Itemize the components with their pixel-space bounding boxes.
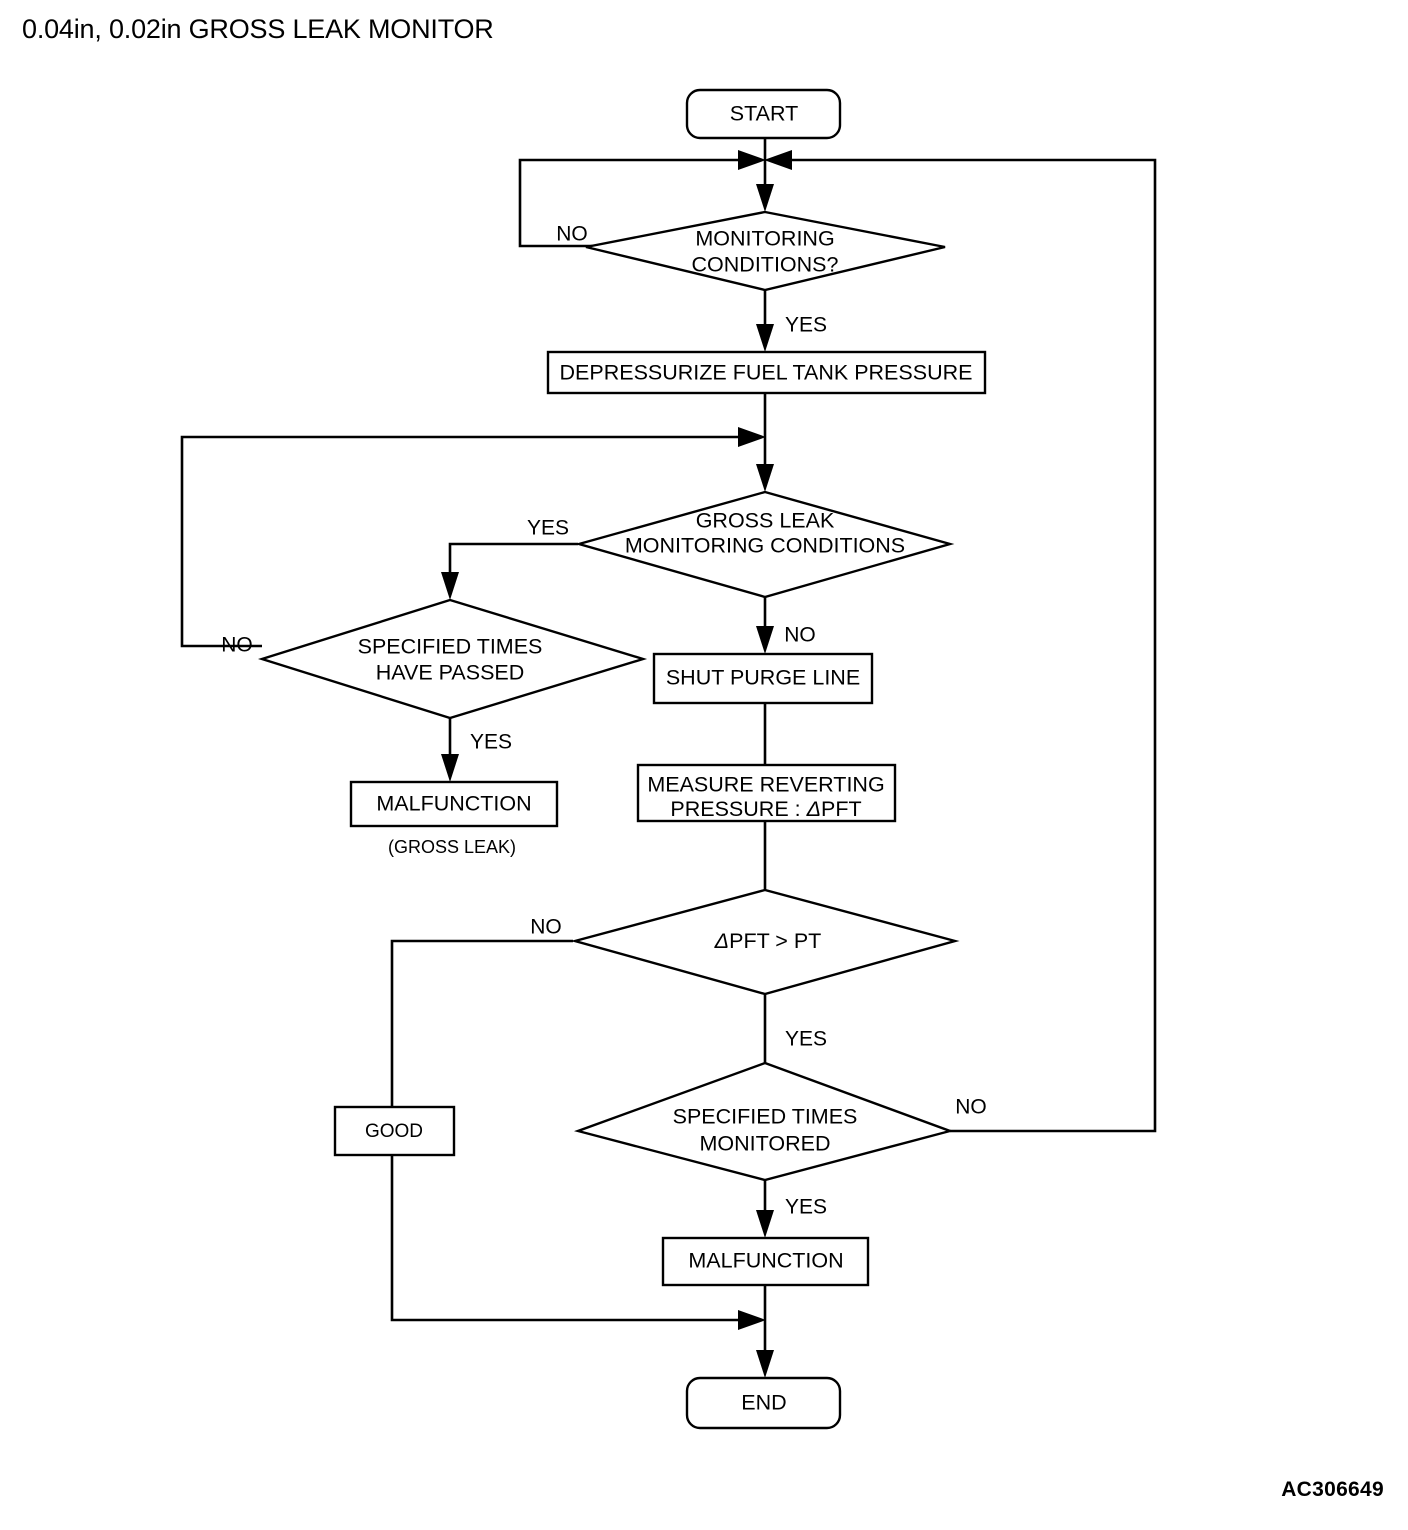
end-terminator-shape <box>685 1376 842 1430</box>
edge-gross-leak-yes <box>448 542 578 575</box>
node-measure-reverting[interactable]: MEASURE REVERTING PRESSURE : ΔPFT <box>636 763 897 823</box>
edge-label-gross-leak-no: NO <box>784 624 816 647</box>
arrowhead-into-depressurize <box>756 324 774 352</box>
edge-monitored-no-return <box>789 158 1157 1133</box>
edge-label-monitored-yes: YES <box>785 1196 827 1219</box>
start-label: START <box>730 102 799 126</box>
specified-times-monitored-decision-shape <box>573 1061 954 1182</box>
edge-label-times-passed-no: NO <box>221 634 253 657</box>
depressurize-process-shape <box>546 350 987 395</box>
malfunction-label: MALFUNCTION <box>688 1249 843 1273</box>
node-dpft-gt-pt[interactable]: ΔPFT > PT <box>570 888 960 996</box>
measure-reverting-line2-pre: PRESSURE : <box>670 797 806 821</box>
shut-purge-line-label: SHUT PURGE LINE <box>666 666 860 690</box>
malfunction-gross-leak-process-shape <box>349 780 559 828</box>
dpft-gt-pt-decision-shape <box>570 888 960 996</box>
arrowhead-good-into-end-trunk <box>738 1310 766 1330</box>
node-malfunction[interactable]: MALFUNCTION <box>661 1236 870 1287</box>
node-gross-leak-conditions[interactable]: GROSS LEAK MONITORING CONDITIONS <box>574 490 955 599</box>
malfunction-gross-leak-caption: (GROSS LEAK) <box>388 837 516 857</box>
node-specified-times-monitored[interactable]: SPECIFIED TIMES MONITORED <box>573 1061 954 1182</box>
node-shut-purge-line[interactable]: SHUT PURGE LINE <box>652 652 874 705</box>
arrowhead-into-gross-leak <box>756 464 774 492</box>
measure-reverting-label-line2: PRESSURE : ΔPFT <box>670 797 861 821</box>
depressurize-label: DEPRESSURIZE FUEL TANK PRESSURE <box>560 361 973 385</box>
gross-leak-conditions-label-line1: GROSS LEAK <box>696 509 835 533</box>
figure-id-label: AC306649 <box>1281 1478 1384 1501</box>
edge-label-gross-leak-yes: YES <box>527 517 569 540</box>
gross-leak-conditions-label-line2: MONITORING CONDITIONS <box>625 534 905 558</box>
end-label: END <box>741 1391 786 1415</box>
edge-label-dpft-no: NO <box>530 916 562 939</box>
node-start[interactable]: START <box>685 88 842 140</box>
edge-label-monitoring-no: NO <box>556 223 588 246</box>
node-depressurize[interactable]: DEPRESSURIZE FUEL TANK PRESSURE <box>546 350 987 395</box>
dpft-gt-pt-label: ΔPFT > PT <box>714 929 822 953</box>
arrowhead-times-passed-no-into-trunk <box>738 427 766 447</box>
measure-reverting-process-shape <box>636 763 897 823</box>
measure-reverting-label-line1: MEASURE REVERTING <box>647 773 884 797</box>
monitoring-conditions-label-line2: CONDITIONS? <box>692 253 839 277</box>
arrowhead-into-monitoring-conditions <box>756 184 774 212</box>
good-process-shape <box>333 1105 456 1157</box>
page-title: 0.04in, 0.02in GROSS LEAK MONITOR <box>22 14 494 44</box>
start-terminator-shape <box>685 88 842 140</box>
monitoring-conditions-decision-shape <box>585 210 946 292</box>
arrowhead-into-shut-purge-line <box>756 626 774 654</box>
specified-times-passed-decision-shape <box>257 598 648 720</box>
arrowhead-into-times-passed <box>441 572 459 600</box>
specified-times-monitored-label-line2: MONITORED <box>700 1132 831 1156</box>
delta-symbol-icon-2: Δ <box>714 929 729 953</box>
good-label: GOOD <box>365 1121 423 1142</box>
malfunction-process-shape <box>661 1236 870 1287</box>
node-monitoring-conditions[interactable]: MONITORING CONDITIONS? <box>585 210 946 292</box>
specified-times-passed-label-line2: HAVE PASSED <box>376 661 525 685</box>
edge-label-monitored-no: NO <box>955 1096 987 1119</box>
edge-monitoring-no-loop <box>518 158 741 248</box>
gross-leak-conditions-decision-shape <box>574 490 955 599</box>
edge-label-times-passed-yes: YES <box>470 731 512 754</box>
node-malfunction-gross-leak[interactable]: MALFUNCTION <box>349 780 559 828</box>
node-end[interactable]: END <box>685 1376 842 1430</box>
arrowhead-into-malfunction-gross-leak <box>441 754 459 782</box>
edge-times-passed-no-loop <box>180 435 741 648</box>
monitoring-conditions-label-line1: MONITORING <box>695 227 834 251</box>
shut-purge-line-process-shape <box>652 652 874 705</box>
connectors <box>180 137 1157 1378</box>
specified-times-monitored-label-line1: SPECIFIED TIMES <box>673 1105 858 1129</box>
specified-times-passed-label-line1: SPECIFIED TIMES <box>358 635 543 659</box>
arrowhead-monitoring-no-into-junction <box>738 150 766 170</box>
edge-label-dpft-yes: YES <box>785 1028 827 1051</box>
delta-symbol-icon: Δ <box>806 797 821 821</box>
node-specified-times-passed[interactable]: SPECIFIED TIMES HAVE PASSED <box>257 598 648 720</box>
node-good[interactable]: GOOD <box>333 1105 456 1157</box>
malfunction-gross-leak-label: MALFUNCTION <box>376 792 531 816</box>
dpft-gt-pt-label-post: PFT > PT <box>729 929 821 953</box>
arrowhead-into-malfunction <box>756 1210 774 1238</box>
arrowhead-return-into-junction <box>764 150 792 170</box>
measure-reverting-line2-post: PFT <box>821 797 862 821</box>
edge-label-monitoring-yes: YES <box>785 314 827 337</box>
arrowhead-into-end <box>756 1350 774 1378</box>
